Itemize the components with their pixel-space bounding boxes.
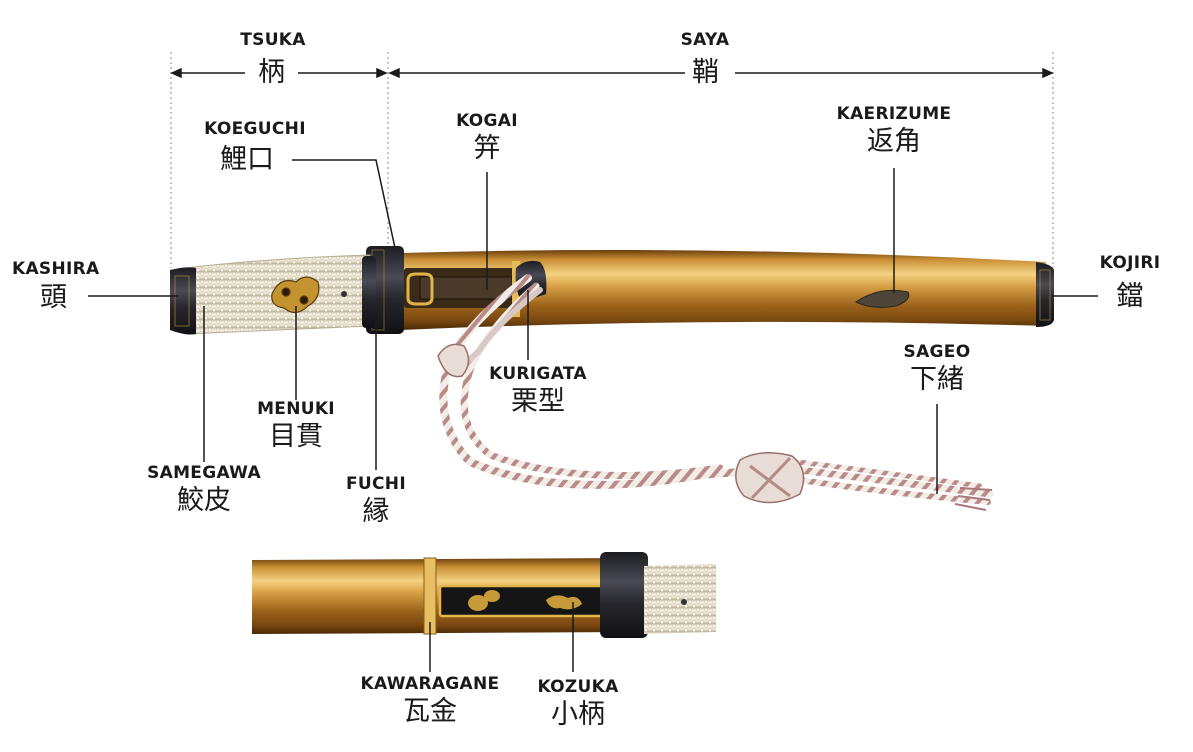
kaerizume-label-en: KAERIZUME [836, 104, 952, 124]
koeguchi-label: KOEGUCHI [180, 121, 330, 138]
kozuka-label: KOZUKA 小柄 [518, 677, 638, 730]
leader-lines [88, 159, 1098, 672]
tsuka-label-jp: 柄 [258, 57, 285, 88]
kawaragane-label: KAWARAGANE 瓦金 [330, 674, 530, 727]
kaerizume-label-jp: 返角 [867, 126, 921, 157]
detail-koiguchi-ring [600, 552, 648, 638]
fuchi-label-jp: 縁 [362, 496, 390, 527]
fuchi-label: FUCHI 縁 [326, 474, 426, 527]
sageo-knot [735, 452, 805, 504]
kashira-label-jp: 頭 [40, 282, 67, 313]
kurigata-label: KURIGATA 栗型 [468, 364, 608, 417]
sageo-tie-loop [437, 343, 470, 378]
saya-label-jp: 鞘 [692, 57, 719, 88]
saya-body [400, 250, 1046, 330]
kojiri-label-en: KOJIRI [1099, 253, 1161, 273]
saya-label: SAYA [660, 32, 750, 49]
sageo-label-en: SAGEO [903, 342, 971, 362]
sageo-cord-ends [954, 487, 993, 511]
kaerizume-hook [855, 289, 910, 308]
kurigata-label-jp: 栗型 [511, 386, 565, 417]
saya-dimension-arrow [388, 67, 1054, 79]
samegawa-label-jp: 鮫皮 [177, 485, 231, 516]
kojiri-label: KOJIRI [1080, 255, 1180, 272]
detail-tsuka-grip [644, 564, 716, 634]
kogai-label: KOGAI 笄 [437, 111, 537, 164]
menuki-label: MENUKI 目貫 [236, 399, 356, 452]
koeguchi-label-jp: 鯉口 [220, 144, 274, 175]
fuchi-label-en: FUCHI [346, 474, 406, 494]
kashira-label: KASHIRA [2, 261, 112, 278]
koeguchi-leader [292, 159, 396, 249]
kogai-label-en: KOGAI [456, 111, 518, 131]
saya-label-en: SAYA [680, 30, 730, 50]
kashira-label-en: KASHIRA [12, 259, 100, 279]
koeguchi-label-en: KOEGUCHI [204, 119, 306, 139]
kogai-label-jp: 笄 [473, 133, 501, 164]
kozuka-ornament-1 [468, 590, 500, 611]
sageo-label-jp: 下緒 [910, 364, 964, 395]
sageo-cord [439, 274, 994, 505]
kojiri-cap [1036, 262, 1054, 327]
menuki-ornament [271, 276, 320, 314]
samegawa-label: SAMEGAWA 鮫皮 [124, 463, 284, 516]
menuki-label-jp: 目貫 [269, 421, 323, 452]
tsuka-label: TSUKA [228, 32, 318, 49]
kozuka-label-en: KOZUKA [537, 677, 619, 697]
kashira-cap [170, 267, 196, 335]
kogai-handle [406, 272, 434, 306]
kaerizume-label: KAERIZUME 返角 [814, 104, 974, 157]
tsuka-label-en: TSUKA [240, 30, 306, 50]
fuchi-collar [362, 256, 376, 328]
kawaragane-label-jp: 瓦金 [403, 696, 457, 727]
kozuka-label-jp: 小柄 [551, 699, 605, 730]
kawaragane-label-en: KAWARAGANE [360, 674, 500, 694]
kurigata-label-en: KURIGATA [489, 364, 587, 384]
sageo-label: SAGEO 下緒 [877, 342, 997, 395]
kojiri-label-jp: 鐺 [1116, 281, 1143, 312]
tsuka-dimension-arrow [170, 67, 388, 79]
menuki-label-en: MENUKI [257, 399, 335, 419]
samegawa-label-en: SAMEGAWA [147, 463, 261, 483]
